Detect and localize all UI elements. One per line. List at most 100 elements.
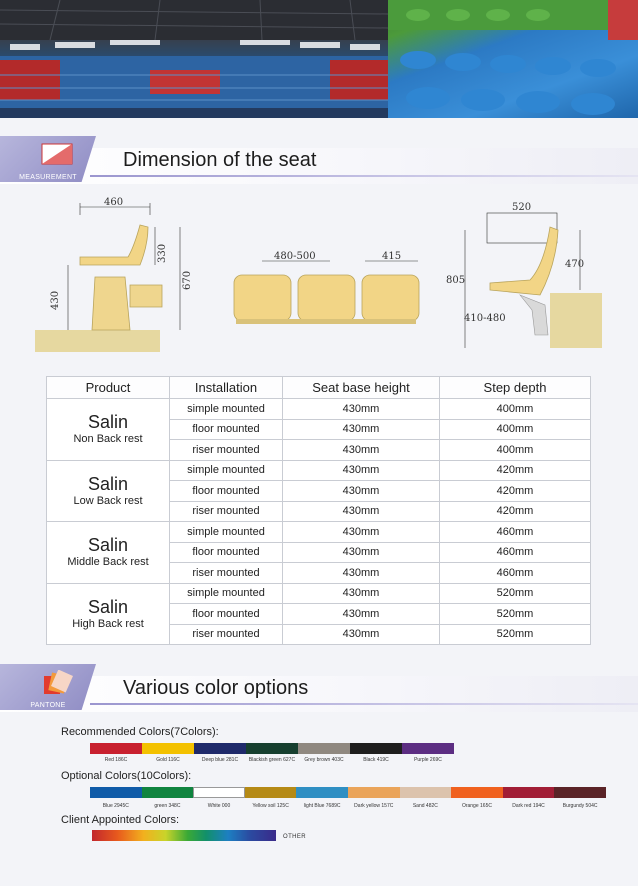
- color-swatch-name: Yellow soil 125C: [252, 803, 289, 809]
- stadium-interior-photo: [0, 0, 388, 118]
- step-depth-cell: 420mm: [439, 459, 591, 481]
- installation-cell: floor mounted: [169, 480, 283, 502]
- seat-height-cell: 430mm: [282, 582, 440, 604]
- color-swatch-name: Burgundy 504C: [562, 803, 598, 809]
- color-swatch-name: Grey brown 403C: [304, 757, 344, 763]
- seat-spec-table: Product Installation Seat base height St…: [46, 376, 591, 645]
- product-name: Salin: [87, 535, 129, 556]
- step-depth-cell: 520mm: [439, 603, 591, 625]
- color-swatch: [399, 787, 452, 798]
- product-variant: Non Back rest: [73, 433, 143, 446]
- header-step-depth: Step depth: [439, 376, 591, 399]
- table-header-row: Product Installation Seat base height St…: [46, 376, 591, 399]
- stadium-photos: [0, 0, 638, 118]
- step-depth-cell: 460mm: [439, 562, 591, 584]
- color-swatch-name: Dark yellow 157C: [354, 803, 394, 809]
- measurement-icon: [41, 143, 73, 165]
- measurement-tab-label: MEASUREMENT: [19, 174, 77, 181]
- color-swatch-name: light Blue 7689C: [303, 803, 341, 809]
- table-row: Salin Low Back rest simple mounted 430mm…: [46, 459, 591, 522]
- color-swatch: [193, 787, 245, 798]
- color-swatch: [502, 787, 555, 798]
- color-swatch: [141, 787, 194, 798]
- color-swatch: [244, 787, 297, 798]
- front-view-drawing: 480-500 415: [233, 251, 420, 324]
- color-swatch: [90, 787, 142, 798]
- table-row: riser mounted 430mm 520mm: [47, 623, 591, 645]
- seat-height-cell: 430mm: [282, 398, 440, 420]
- pantone-tab-label: PANTONE: [30, 702, 66, 709]
- color-title: Various color options: [123, 677, 309, 699]
- seat-height-cell: 430mm: [282, 623, 440, 645]
- product-name: Salin: [87, 412, 129, 433]
- recommended-swatch-row: [90, 743, 454, 754]
- installation-cell: simple mounted: [169, 582, 283, 604]
- step-depth-cell: 400mm: [439, 398, 591, 420]
- installation-cell: simple mounted: [169, 398, 283, 420]
- seat-height-cell: 430mm: [282, 459, 440, 481]
- table-row: riser mounted 430mm 420mm: [47, 500, 591, 522]
- color-swatch-name: Purple 269C: [414, 757, 442, 763]
- step-depth-cell: 400mm: [439, 439, 591, 461]
- table-row: floor mounted 430mm 400mm: [47, 418, 591, 440]
- color-swatch: [554, 787, 606, 798]
- color-swatch: [142, 743, 194, 754]
- seat-height-cell: 430mm: [282, 418, 440, 440]
- color-swatch-name: Orange 165C: [461, 803, 492, 809]
- color-swatch-name: White 000: [207, 803, 231, 809]
- installation-cell: riser mounted: [169, 500, 283, 522]
- color-swatch: [298, 743, 350, 754]
- header-seat-height: Seat base height: [282, 376, 440, 399]
- step-depth-cell: 520mm: [439, 582, 591, 604]
- seat-height-cell: 430mm: [282, 603, 440, 625]
- product-cell: Salin Non Back rest: [46, 398, 170, 461]
- installation-cell: floor mounted: [169, 418, 283, 440]
- product-cell: Salin Middle Back rest: [46, 521, 170, 584]
- installation-cell: riser mounted: [169, 562, 283, 584]
- other-label: OTHER: [283, 834, 306, 840]
- color-swatch: [194, 743, 246, 754]
- installation-cell: simple mounted: [169, 521, 283, 543]
- color-section-header: PANTONE Various color options: [0, 664, 638, 712]
- step-depth-cell: 400mm: [439, 418, 591, 440]
- seat-dimension-drawings: 460 330 670 430 480-500 415 520 805 470 …: [35, 197, 602, 352]
- header-rule: [90, 703, 638, 705]
- step-depth-cell: 460mm: [439, 541, 591, 563]
- step-depth-cell: 520mm: [439, 623, 591, 645]
- step-depth-cell: 420mm: [439, 480, 591, 502]
- measurement-section-header: MEASUREMENT Dimension of the seat: [0, 136, 638, 184]
- riser-width-label: 520: [512, 202, 531, 213]
- product-name: Salin: [87, 473, 129, 494]
- side-width-label: 460: [104, 197, 123, 208]
- color-swatch: [402, 743, 454, 754]
- color-swatch-name: Red 186C: [104, 757, 128, 763]
- installation-cell: simple mounted: [169, 459, 283, 481]
- table-row: Salin Middle Back rest simple mounted 43…: [46, 521, 591, 584]
- product-name: Salin: [87, 596, 129, 617]
- table-row: floor mounted 430mm 420mm: [47, 480, 591, 502]
- measurement-title: Dimension of the seat: [123, 149, 317, 171]
- table-row: Salin High Back rest simple mounted 430m…: [46, 582, 591, 645]
- color-swatch: [246, 743, 298, 754]
- color-swatch-name: Dark red 194C: [512, 803, 545, 809]
- table-row: floor mounted 430mm 520mm: [47, 603, 591, 625]
- color-swatch-name: green 348C: [154, 803, 181, 809]
- optional-colors-label: Optional Colors(10Colors):: [61, 770, 192, 782]
- header-product: Product: [46, 376, 170, 399]
- color-swatch: [296, 787, 348, 798]
- color-fan-icon: [44, 670, 73, 694]
- table-row: floor mounted 430mm 460mm: [47, 541, 591, 563]
- color-swatch-name: Black 419C: [363, 757, 389, 763]
- seat-height-cell: 430mm: [282, 480, 440, 502]
- product-variant: Middle Back rest: [67, 556, 149, 569]
- color-swatch-name: Gold 116C: [156, 757, 180, 763]
- color-swatch-name: Sand 482C: [412, 803, 438, 809]
- header-rule: [90, 175, 638, 177]
- installation-cell: floor mounted: [169, 541, 283, 563]
- client-colors-label: Client Appointed Colors:: [61, 814, 180, 826]
- color-swatch: [350, 743, 402, 754]
- client-color-gradient: [92, 830, 276, 841]
- header-band: [0, 148, 638, 184]
- side-view-drawing: 460 330 670 430: [35, 197, 193, 352]
